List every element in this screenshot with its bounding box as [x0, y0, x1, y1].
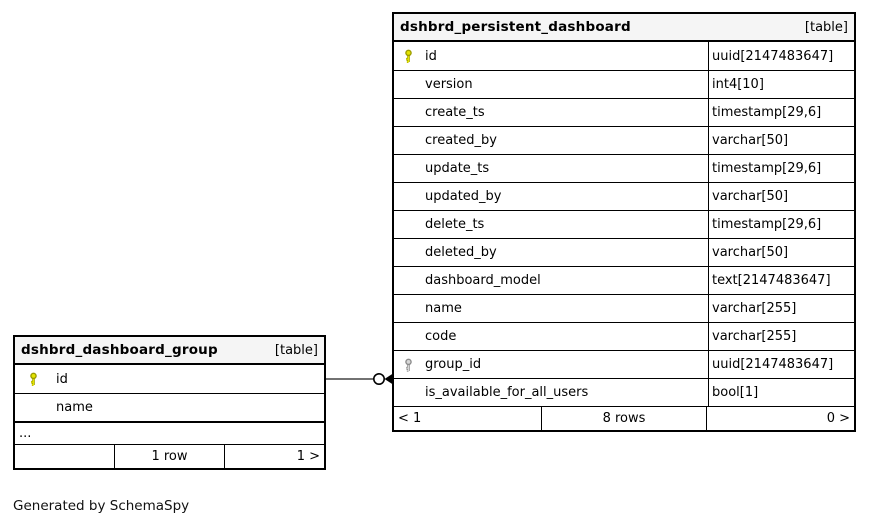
table-header[interactable]: dshbrd_dashboard_group [table]	[15, 337, 324, 365]
table-footer: 1 row 1 >	[15, 444, 324, 468]
more-columns-row: ...	[15, 421, 324, 444]
empty-key-slot	[402, 106, 415, 120]
primary-key-icon	[27, 372, 40, 387]
column-name: id	[56, 371, 68, 387]
column-name: version	[425, 77, 473, 92]
column-row: id	[15, 365, 324, 393]
column-type: timestamp[29,6]	[708, 155, 854, 182]
column-name: name	[425, 301, 462, 316]
empty-key-slot	[27, 401, 40, 415]
column-row: updated_by varchar[50]	[394, 182, 854, 210]
empty-key-slot	[402, 302, 415, 316]
arrowhead-marker	[384, 373, 393, 385]
empty-key-slot	[402, 162, 415, 176]
column-name: name	[56, 400, 93, 415]
primary-key-icon	[402, 49, 415, 64]
column-row: deleted_by varchar[50]	[394, 238, 854, 266]
column-row: version int4[10]	[394, 70, 854, 98]
column-type: int4[10]	[708, 71, 854, 98]
column-name: id	[425, 48, 437, 64]
foreign-key-icon	[402, 358, 415, 372]
column-type: text[2147483647]	[708, 267, 854, 294]
table-title[interactable]: dshbrd_dashboard_group	[21, 342, 218, 358]
column-row: group_id uuid[2147483647]	[394, 350, 854, 378]
table-footer: < 1 8 rows 0 >	[394, 406, 854, 430]
column-row: name	[15, 393, 324, 421]
table-dshbrd-dashboard-group: dshbrd_dashboard_group [table] id name .…	[13, 335, 326, 470]
column-row: created_by varchar[50]	[394, 126, 854, 154]
empty-key-slot	[402, 218, 415, 232]
column-rows: id uuid[2147483647] version int4[10] cre…	[394, 42, 854, 406]
footer-child-count: 0 >	[826, 411, 850, 426]
column-row: delete_ts timestamp[29,6]	[394, 210, 854, 238]
column-row: is_available_for_all_users bool[1]	[394, 378, 854, 406]
column-name: create_ts	[425, 105, 485, 120]
column-name: update_ts	[425, 161, 490, 176]
column-rows: id name	[15, 365, 324, 421]
column-name: code	[425, 329, 457, 344]
column-type: uuid[2147483647]	[708, 351, 854, 378]
empty-key-slot	[402, 246, 415, 260]
column-row: update_ts timestamp[29,6]	[394, 154, 854, 182]
footer-parent-count	[15, 445, 114, 468]
zero-cardinality-circle-marker	[372, 373, 385, 385]
column-row: name varchar[255]	[394, 294, 854, 322]
empty-key-slot	[402, 78, 415, 92]
column-row: dashboard_model text[2147483647]	[394, 266, 854, 294]
column-name: delete_ts	[425, 217, 485, 232]
empty-key-slot	[402, 134, 415, 148]
column-row: id uuid[2147483647]	[394, 42, 854, 70]
table-header[interactable]: dshbrd_persistent_dashboard [table]	[394, 14, 854, 42]
generator-caption: Generated by SchemaSpy	[13, 498, 190, 514]
table-type-badge: [table]	[274, 342, 318, 358]
column-row: code varchar[255]	[394, 322, 854, 350]
column-type: uuid[2147483647]	[708, 42, 854, 70]
table-dshbrd-persistent-dashboard: dshbrd_persistent_dashboard [table] id u…	[392, 12, 856, 432]
column-name: updated_by	[425, 189, 502, 204]
column-type: timestamp[29,6]	[708, 211, 854, 238]
column-type: varchar[255]	[708, 323, 854, 350]
column-type: varchar[50]	[708, 239, 854, 266]
column-name: deleted_by	[425, 245, 497, 260]
footer-parent-count: < 1	[398, 411, 422, 426]
fk-relationship-connector	[326, 373, 393, 385]
column-type: varchar[50]	[708, 183, 854, 210]
table-type-badge: [table]	[804, 19, 848, 35]
column-type: timestamp[29,6]	[708, 99, 854, 126]
column-type: varchar[255]	[708, 295, 854, 322]
empty-key-slot	[402, 386, 415, 400]
footer-row-count: 8 rows	[541, 407, 707, 430]
column-name: is_available_for_all_users	[425, 385, 589, 400]
empty-key-slot	[402, 330, 415, 344]
column-name: dashboard_model	[425, 273, 541, 288]
column-name: group_id	[425, 357, 482, 372]
footer-row-count: 1 row	[113, 445, 226, 468]
column-row: create_ts timestamp[29,6]	[394, 98, 854, 126]
footer-child-count: 1 >	[296, 449, 320, 464]
column-name: created_by	[425, 133, 497, 148]
column-type: varchar[50]	[708, 127, 854, 154]
empty-key-slot	[402, 190, 415, 204]
empty-key-slot	[402, 274, 415, 288]
table-title[interactable]: dshbrd_persistent_dashboard	[400, 19, 631, 35]
column-type: bool[1]	[708, 379, 854, 406]
